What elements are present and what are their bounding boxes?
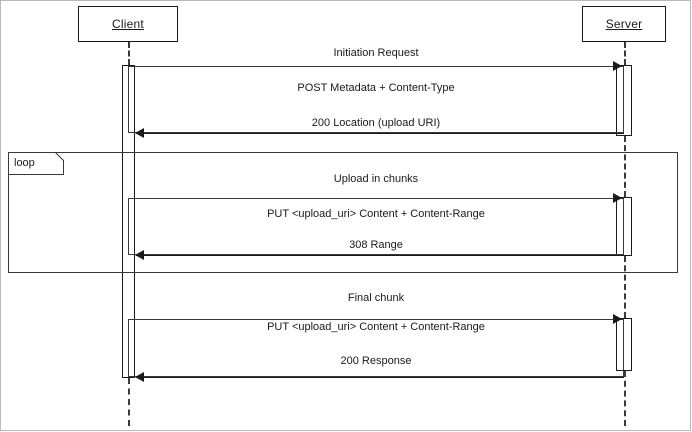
message-group-box-chunks: [128, 198, 624, 255]
fragment-loop[interactable]: [8, 152, 678, 273]
message-arrowhead-put-chunk: [613, 193, 622, 203]
group-caption-final-chunk: Final chunk: [347, 292, 405, 304]
message-label-200-location: 200 Location (upload URI): [311, 117, 441, 129]
participant-box-client[interactable]: Client: [78, 6, 178, 42]
fragment-loop-tab: [8, 152, 64, 175]
lifeline-server-seg3: [624, 256, 626, 318]
lifeline-server-seg4: [624, 371, 626, 426]
fragment-loop-label: loop: [14, 157, 35, 169]
message-line-200-location: [136, 133, 624, 134]
message-label-308-range: 308 Range: [349, 239, 403, 251]
lifeline-server-seg2: [624, 136, 626, 197]
activation-bar-server-final: [616, 318, 632, 371]
lifeline-client-top: [128, 42, 130, 65]
message-arrowhead-post-metadata: [613, 61, 622, 71]
fragment-pentagon-shape: [8, 152, 64, 175]
message-group-box-initiation: [128, 66, 624, 133]
message-label-200-response: 200 Response: [340, 355, 412, 367]
participant-label-server: Server: [605, 17, 643, 31]
message-line-200-response: [136, 377, 624, 378]
group-caption-upload-in-chunks: Upload in chunks: [333, 173, 419, 185]
message-line-308-range: [136, 255, 624, 256]
message-arrowhead-put-final: [613, 314, 622, 324]
participant-label-client: Client: [112, 17, 144, 31]
message-label-put-chunk: PUT <upload_uri> Content + Content-Range: [267, 208, 485, 220]
participant-box-server[interactable]: Server: [582, 6, 666, 42]
group-caption-initiation: Initiation Request: [333, 47, 419, 59]
message-group-box-final: [128, 319, 624, 377]
activation-bar-server-chunk: [616, 197, 632, 256]
lifeline-client-bottom: [128, 378, 130, 426]
activation-bar-server-initiation: [616, 65, 632, 136]
message-label-put-final: PUT <upload_uri> Content + Content-Range: [267, 321, 485, 333]
message-arrowhead-200-response: [135, 372, 144, 382]
message-arrowhead-308-range: [135, 250, 144, 260]
message-arrowhead-200-location: [135, 128, 144, 138]
message-label-post-metadata: POST Metadata + Content-Type: [297, 82, 455, 94]
lifeline-server-seg1: [624, 42, 626, 65]
